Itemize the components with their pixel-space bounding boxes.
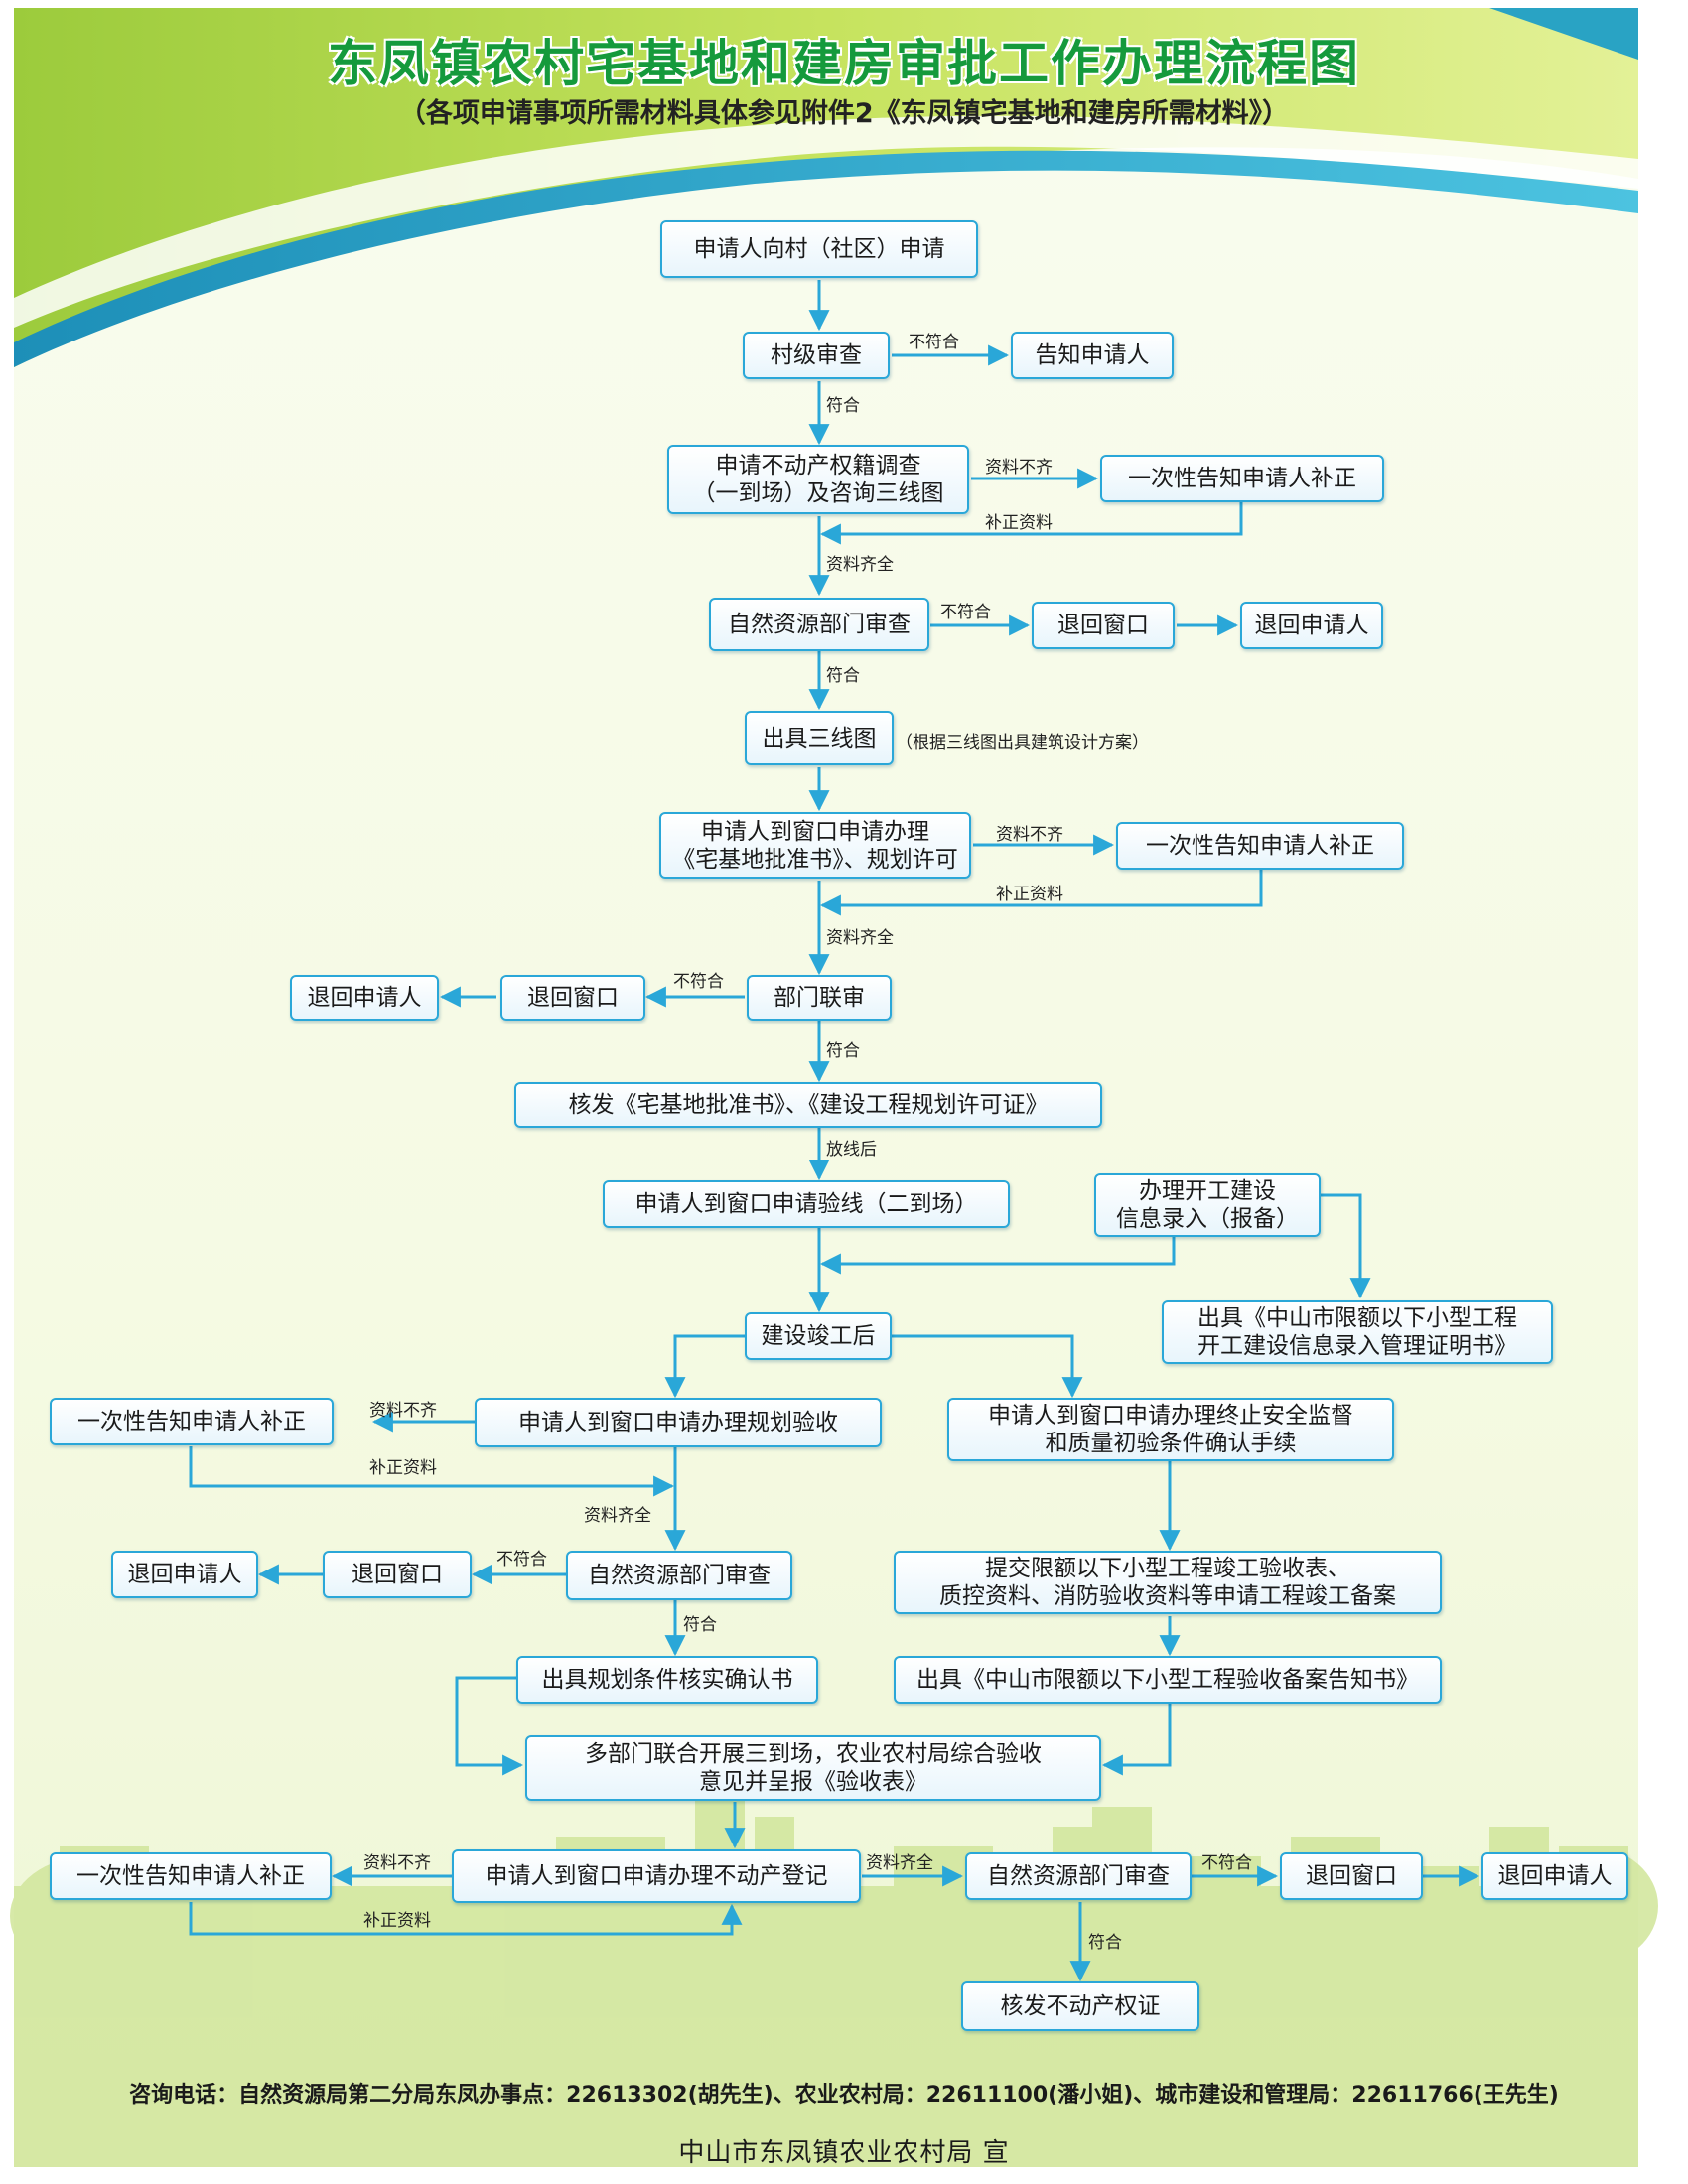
arrow-n5-n4 <box>819 502 1243 545</box>
node-apply-safety-termination[interactable]: 申请人到窗口申请办理终止安全监督 和质量初验条件确认手续 <box>947 1398 1394 1461</box>
node-natural-resources-review-1[interactable]: 自然资源部门审查 <box>709 598 929 651</box>
node-issue-acceptance-notice[interactable]: 出具《中山市限额以下小型工程验收备案告知书》 <box>894 1656 1442 1704</box>
label-review2-not-compliant: 不符合 <box>496 1550 547 1570</box>
label-certificate-incomplete: 资料不齐 <box>996 825 1063 845</box>
node-return-applicant-4[interactable]: 退回申请人 <box>1481 1852 1628 1900</box>
page-subtitle: （各项申请事项所需材料具体参见附件2《东凤镇宅基地和建房所需材料》） <box>398 98 1290 129</box>
node-issue-permits[interactable]: 核发《宅基地批准书》、《建设工程规划许可证》 <box>514 1082 1102 1128</box>
label-survey-incomplete: 资料不齐 <box>985 458 1053 478</box>
arrow-n27-n29 <box>455 1676 524 1776</box>
node-return-window-1[interactable]: 退回窗口 <box>1032 602 1175 649</box>
node-return-applicant-2[interactable]: 退回申请人 <box>290 975 439 1021</box>
label-survey-complete: 资料齐全 <box>826 555 894 575</box>
label-after-line-setting: 放线后 <box>826 1140 877 1160</box>
arrow-n28-n29 <box>1101 1704 1172 1776</box>
node-notify-applicant[interactable]: 告知申请人 <box>1011 332 1174 379</box>
node-return-applicant-3[interactable]: 退回申请人 <box>111 1551 258 1598</box>
label-planning-supplement: 补正资料 <box>369 1458 437 1478</box>
arrow-n21-n20 <box>189 1446 675 1497</box>
node-joint-acceptance[interactable]: 多部门联合开展三到场，农业农村局综合验收 意见并呈报《验收表》 <box>525 1735 1101 1801</box>
page-title: 东凤镇农村宅基地和建房审批工作办理流程图 <box>328 35 1360 92</box>
label-joint-not-compliant: 不符合 <box>673 972 724 992</box>
node-natural-resources-review-2[interactable]: 自然资源部门审查 <box>566 1551 792 1600</box>
node-village-application[interactable]: 申请人向村（社区）申请 <box>660 220 978 278</box>
arrow-n31-n30 <box>189 1902 743 1936</box>
node-joint-department-review[interactable]: 部门联审 <box>747 975 892 1021</box>
label-survey-supplement: 补正资料 <box>985 513 1053 533</box>
node-submit-completion-filing[interactable]: 提交限额以下小型工程竣工验收表、 质控资料、消防验收资料等申请工程竣工备案 <box>894 1551 1442 1614</box>
arrow-n11-n10 <box>819 870 1263 916</box>
node-one-time-notice-3[interactable]: 一次性告知申请人补正 <box>50 1398 334 1445</box>
contact-footer: 咨询电话：自然资源局第二分局东凤办事点：22613302(胡先生)、农业农村局：… <box>129 2083 1559 2108</box>
label-village-not-compliant: 不符合 <box>909 333 959 352</box>
arrow-n19-n20 <box>664 1334 747 1399</box>
node-issue-three-line-map[interactable]: 出具三线图 <box>745 711 894 765</box>
label-review1-compliant: 符合 <box>826 666 860 686</box>
node-after-completion[interactable]: 建设竣工后 <box>745 1312 892 1360</box>
node-one-time-notice-1[interactable]: 一次性告知申请人补正 <box>1100 455 1384 502</box>
label-planning-incomplete: 资料不齐 <box>369 1401 437 1421</box>
label-certificate-supplement: 补正资料 <box>996 885 1063 904</box>
label-registration-supplement: 补正资料 <box>363 1911 431 1931</box>
label-review2-compliant: 符合 <box>683 1615 717 1635</box>
arrow-n19-n22 <box>892 1334 1083 1399</box>
node-one-time-notice-2[interactable]: 一次性告知申请人补正 <box>1116 822 1404 870</box>
node-property-survey[interactable]: 申请不动产权籍调查 （一到场）及咨询三线图 <box>667 445 969 514</box>
label-review3-not-compliant: 不符合 <box>1201 1853 1252 1873</box>
publisher-line: 中山市东凤镇农业农村局 宣 <box>678 2138 1010 2168</box>
node-village-review[interactable]: 村级审查 <box>743 332 890 379</box>
node-return-window-3[interactable]: 退回窗口 <box>323 1551 472 1598</box>
node-issue-construction-certificate[interactable]: 出具《中山市限额以下小型工程 开工建设信息录入管理证明书》 <box>1162 1300 1553 1364</box>
arrow-n17-n18 <box>1321 1193 1371 1299</box>
node-issue-property-certificate[interactable]: 核发不动产权证 <box>961 1981 1199 2031</box>
label-planning-complete: 资料齐全 <box>584 1506 651 1526</box>
node-issue-planning-confirmation[interactable]: 出具规划条件核实确认书 <box>516 1656 818 1704</box>
node-apply-planning-acceptance[interactable]: 申请人到窗口申请办理规划验收 <box>475 1398 882 1447</box>
node-return-applicant-1[interactable]: 退回申请人 <box>1240 602 1383 649</box>
label-joint-compliant: 符合 <box>826 1041 860 1061</box>
label-registration-incomplete: 资料不齐 <box>363 1853 431 1873</box>
node-one-time-notice-4[interactable]: 一次性告知申请人补正 <box>50 1852 332 1900</box>
node-apply-line-check[interactable]: 申请人到窗口申请验线（二到场） <box>603 1180 1010 1228</box>
label-registration-complete: 资料齐全 <box>866 1853 933 1873</box>
label-village-compliant: 符合 <box>826 396 860 416</box>
node-return-window-4[interactable]: 退回窗口 <box>1280 1852 1423 1900</box>
node-apply-property-registration[interactable]: 申请人到窗口申请办理不动产登记 <box>452 1849 861 1903</box>
label-review1-not-compliant: 不符合 <box>940 603 991 622</box>
label-review3-compliant: 符合 <box>1088 1933 1122 1953</box>
node-apply-homestead-certificate[interactable]: 申请人到窗口申请办理 《宅基地批准书》、规划许可 <box>659 812 971 879</box>
label-certificate-complete: 资料齐全 <box>826 928 894 948</box>
node-natural-resources-review-3[interactable]: 自然资源部门审查 <box>965 1852 1192 1900</box>
note-architectural-design: （根据三线图出具建筑设计方案） <box>896 733 1149 752</box>
node-return-window-2[interactable]: 退回窗口 <box>500 975 645 1021</box>
node-construction-filing[interactable]: 办理开工建设 信息录入（报备） <box>1094 1173 1321 1237</box>
